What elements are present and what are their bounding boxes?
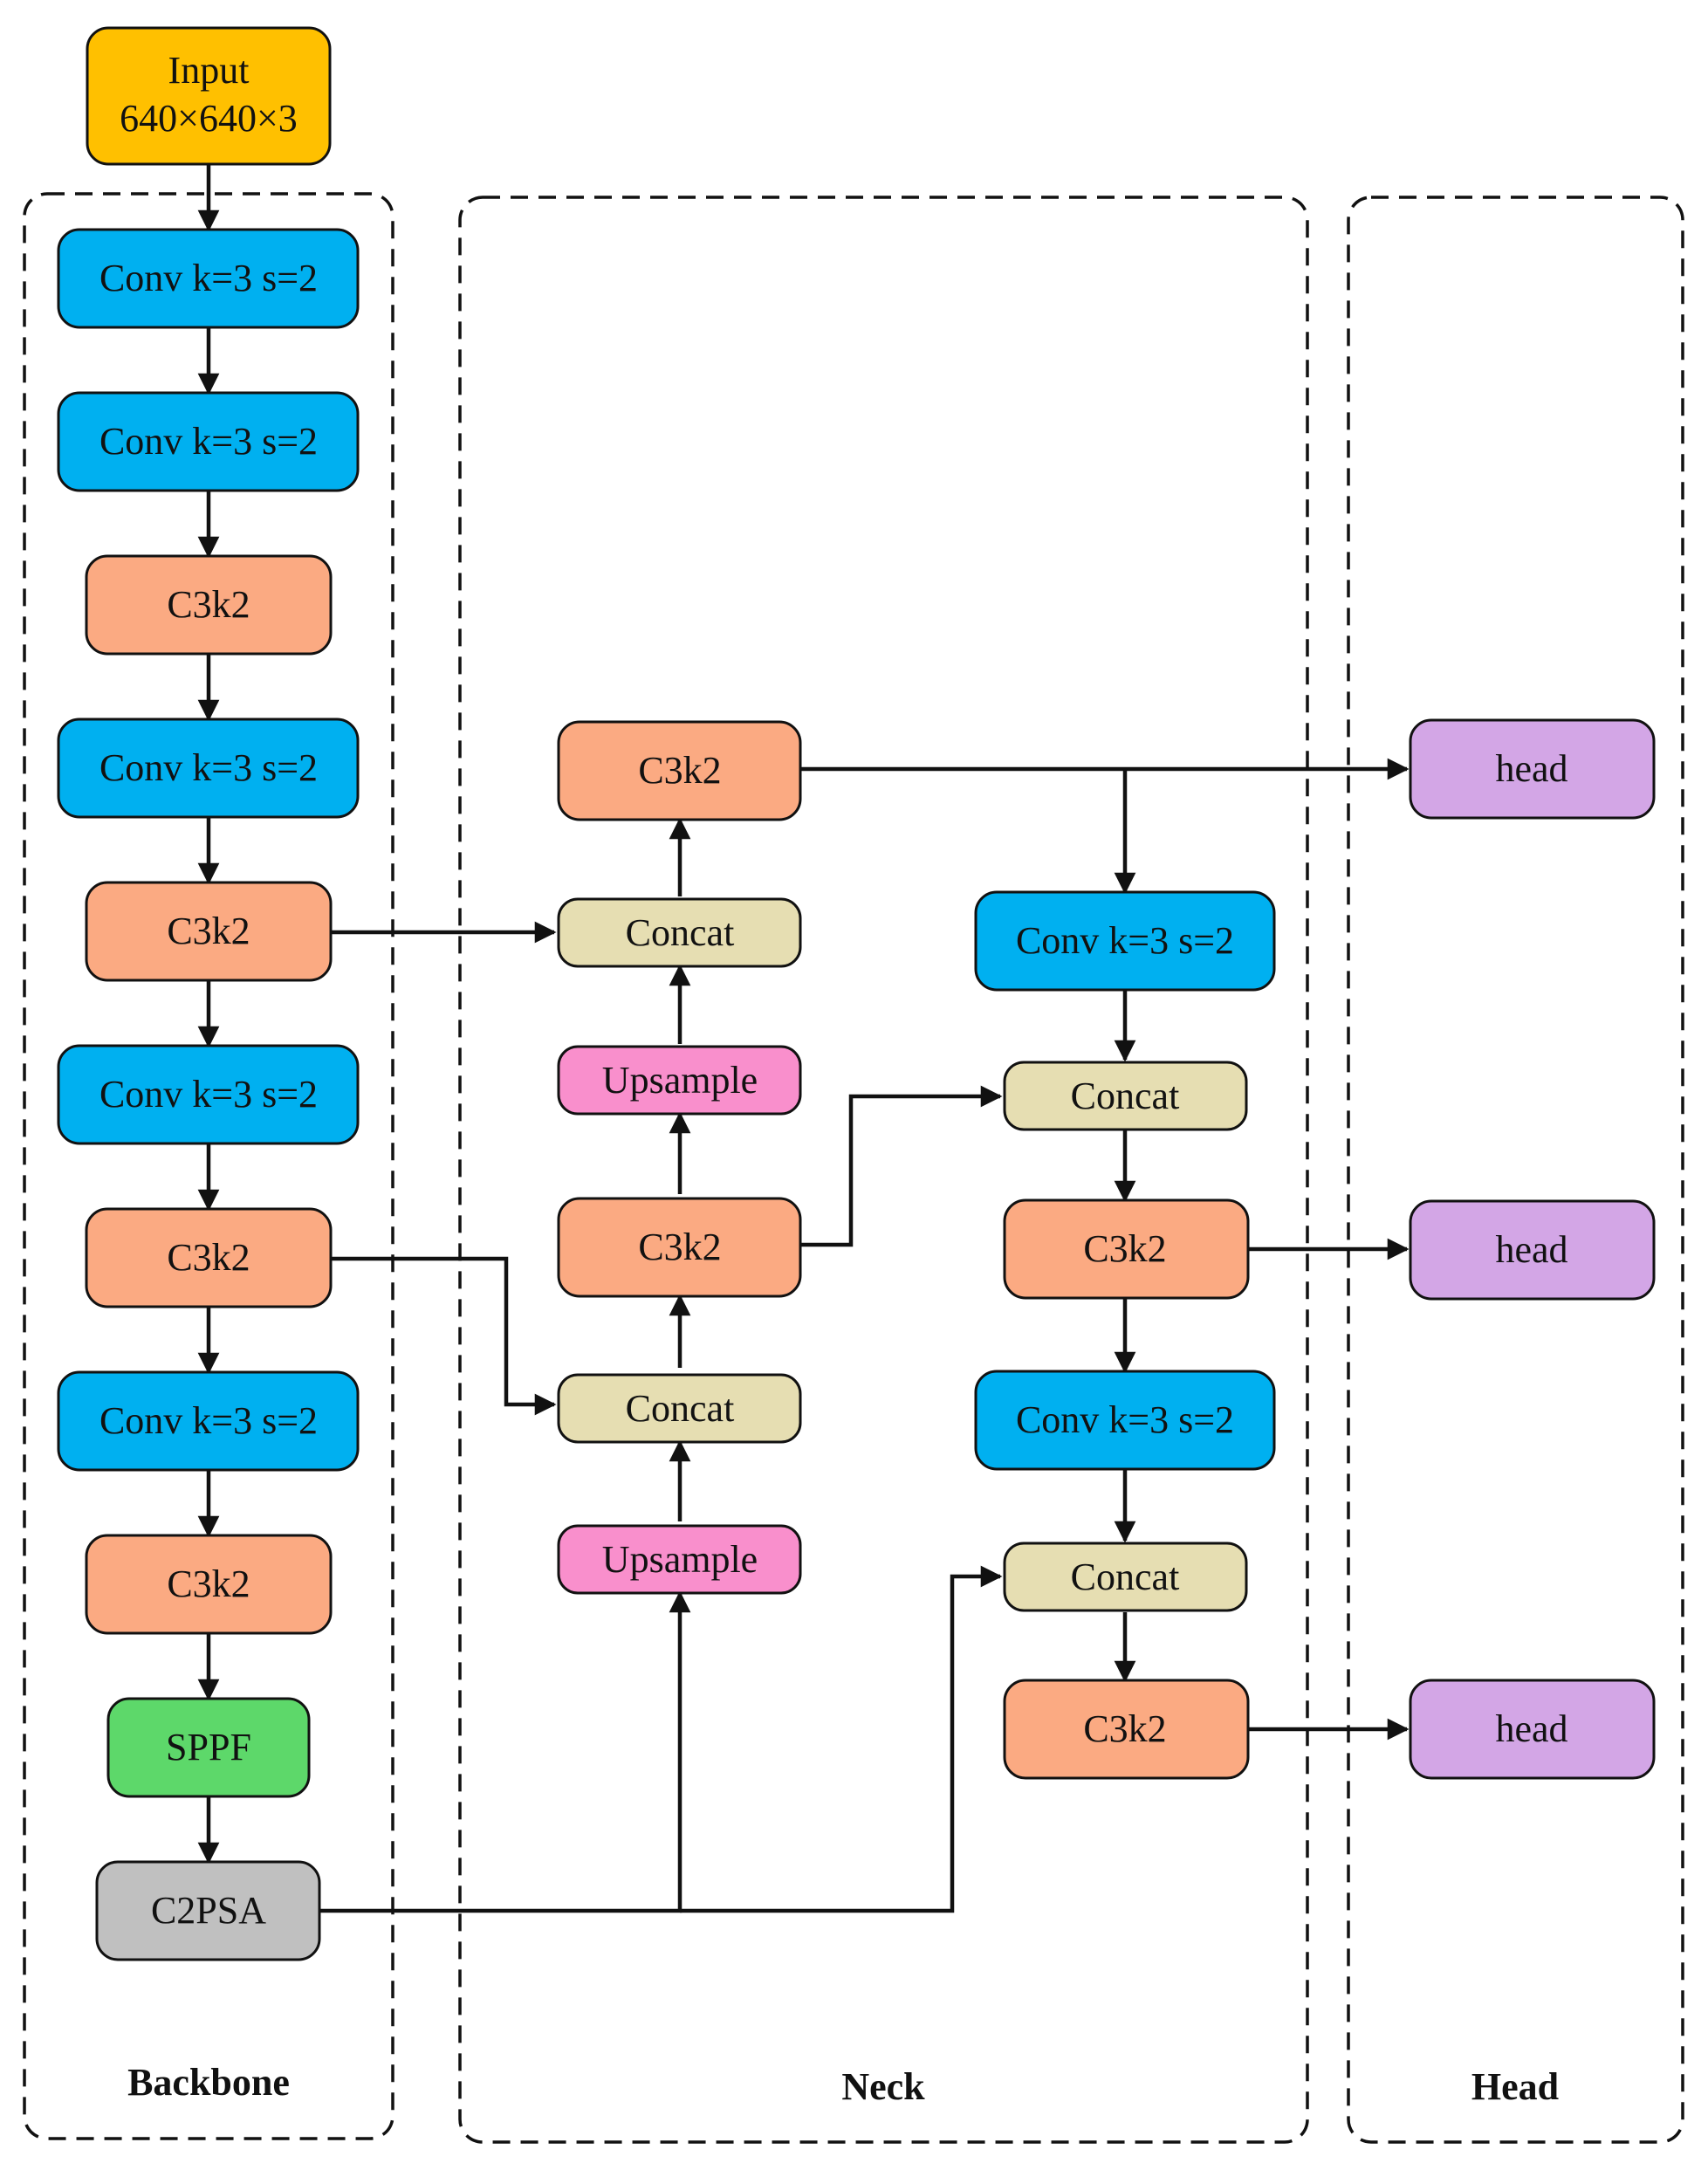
- backbone-c3k2-1: C3k2: [85, 554, 333, 656]
- input-size: 640×640×3: [120, 97, 298, 140]
- backbone-sppf: SPPF: [106, 1697, 311, 1798]
- head-block-3: head: [1409, 1679, 1656, 1780]
- head-section-label: Head: [1471, 2065, 1559, 2108]
- neck-upsample-1: Upsample: [557, 1045, 802, 1116]
- backbone-c3k2-2-label: C3k2: [167, 910, 250, 952]
- backbone-section-label: Backbone: [127, 2061, 290, 2104]
- backbone-c3k2-3: C3k2: [85, 1207, 333, 1308]
- arrow-c3k2-3-to-concat-2: [331, 1256, 557, 1416]
- neck-upsample-2-label: Upsample: [602, 1538, 758, 1581]
- connectors: [197, 164, 1410, 1913]
- head-block-1-label: head: [1495, 747, 1567, 790]
- neck-conv-right-1-label: Conv k=3 s=2: [1016, 919, 1234, 962]
- neck-c3k2-top: C3k2: [557, 720, 802, 821]
- neck-concat-right-1: Concat: [1003, 1061, 1248, 1131]
- arrow-c2psa-to-concat-r2: [680, 1565, 1003, 1913]
- backbone-conv-4-label: Conv k=3 s=2: [99, 1073, 318, 1116]
- neck-upsample-1-label: Upsample: [602, 1059, 758, 1102]
- backbone-c3k2-3-label: C3k2: [167, 1236, 250, 1279]
- backbone-c2psa: C2PSA: [95, 1860, 321, 1961]
- head-block-1: head: [1409, 718, 1656, 820]
- backbone-sppf-label: SPPF: [166, 1726, 251, 1768]
- backbone-conv-1-label: Conv k=3 s=2: [99, 257, 318, 299]
- head-block-2: head: [1409, 1199, 1656, 1301]
- neck-concat-1: Concat: [557, 897, 802, 968]
- backbone-c3k2-4: C3k2: [85, 1534, 333, 1635]
- neck-concat-2-label: Concat: [626, 1387, 735, 1430]
- backbone-conv-2: Conv k=3 s=2: [57, 391, 360, 492]
- neck-conv-right-2-label: Conv k=3 s=2: [1016, 1398, 1234, 1441]
- head-block-2-label: head: [1495, 1228, 1567, 1271]
- neck-concat-right-1-label: Concat: [1071, 1075, 1180, 1117]
- neck-c3k2-top-label: C3k2: [638, 749, 721, 792]
- neck-conv-right-2: Conv k=3 s=2: [974, 1370, 1276, 1471]
- backbone-conv-5: Conv k=3 s=2: [57, 1370, 360, 1472]
- backbone-conv-3-label: Conv k=3 s=2: [99, 746, 318, 789]
- neck-conv-right-1: Conv k=3 s=2: [974, 890, 1276, 992]
- neck-concat-right-2: Concat: [1003, 1542, 1248, 1612]
- neck-c3k2-right-2-label: C3k2: [1083, 1707, 1166, 1750]
- neck-concat-2: Concat: [557, 1373, 802, 1444]
- neck-concat-1-label: Concat: [626, 911, 735, 954]
- neck-section-frame: [458, 196, 1309, 2144]
- backbone-c2psa-label: C2PSA: [151, 1889, 266, 1932]
- backbone-conv-2-label: Conv k=3 s=2: [99, 420, 318, 463]
- backbone-conv-4: Conv k=3 s=2: [57, 1044, 360, 1145]
- neck-section-label: Neck: [841, 2065, 925, 2108]
- arrow-c3k2-mid-to-concat-r1: [800, 1085, 1003, 1247]
- backbone-conv-5-label: Conv k=3 s=2: [99, 1399, 318, 1442]
- neck-upsample-2: Upsample: [557, 1524, 802, 1595]
- input-node: Input 640×640×3: [86, 26, 332, 166]
- backbone-c3k2-4-label: C3k2: [167, 1562, 250, 1605]
- head-section-frame: [1347, 196, 1684, 2144]
- neck-c3k2-right-1: C3k2: [1003, 1198, 1250, 1300]
- head-block-3-label: head: [1495, 1707, 1567, 1750]
- backbone-conv-1: Conv k=3 s=2: [57, 228, 360, 329]
- backbone-c3k2-1-label: C3k2: [167, 583, 250, 626]
- neck-c3k2-mid: C3k2: [557, 1197, 802, 1298]
- arrow-c2psa-to-upsample-2: [319, 1590, 691, 1913]
- backbone-c3k2-2: C3k2: [85, 881, 333, 982]
- backbone-conv-3: Conv k=3 s=2: [57, 718, 360, 819]
- neck-c3k2-right-1-label: C3k2: [1083, 1227, 1166, 1270]
- neck-concat-right-2-label: Concat: [1071, 1555, 1180, 1598]
- neck-c3k2-right-2: C3k2: [1003, 1679, 1250, 1780]
- input-title: Input: [168, 49, 250, 92]
- neck-c3k2-mid-label: C3k2: [638, 1226, 721, 1268]
